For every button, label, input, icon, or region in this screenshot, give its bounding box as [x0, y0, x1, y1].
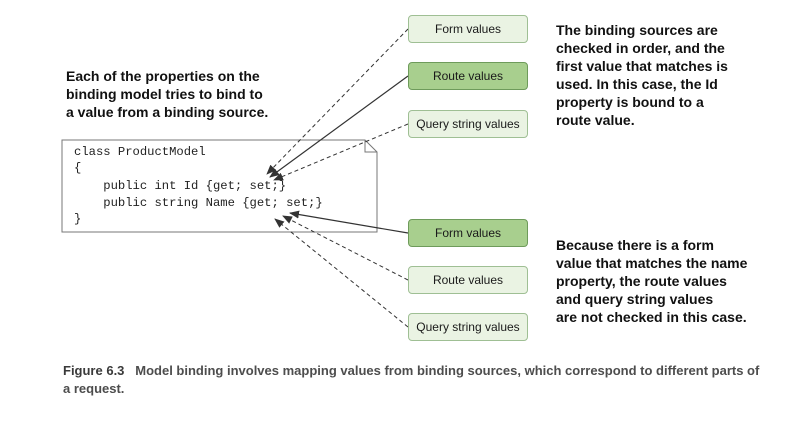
code-line-class: class ProductModel: [74, 145, 206, 159]
arrow-form-to-name: [289, 210, 409, 234]
figure-label: Figure 6.3: [63, 363, 125, 378]
source-query-string-values-bottom: Query string values: [408, 313, 528, 341]
arrow-route-to-id: [269, 75, 409, 178]
figure-caption-text: Model binding involves mapping values fr…: [63, 363, 760, 396]
note-properties-bind: Each of the properties on the binding mo…: [66, 68, 269, 120]
note-form-value-matches: Because there is a form value that match…: [556, 237, 748, 325]
source-route-values-top: Route values: [408, 62, 528, 90]
arrow-route-to-name: [282, 215, 409, 281]
note-sources-checked-in-order: The binding sources are checked in order…: [556, 22, 728, 128]
source-route-values-bottom: Route values: [408, 266, 528, 294]
code-line-name-property: public string Name {get; set;}: [74, 196, 323, 210]
figure-caption: Figure 6.3 Model binding involves mappin…: [63, 362, 763, 398]
arrow-query-to-name: [274, 218, 409, 328]
arrow-form-to-id: [266, 28, 409, 175]
code-line-open-brace: {: [74, 161, 82, 175]
code-document-fold: [364, 140, 377, 153]
source-form-values-bottom: Form values: [408, 219, 528, 247]
product-model-code: class ProductModel { public int Id {get;…: [62, 140, 377, 232]
code-line-id-property: public int Id {get; set;}: [74, 179, 287, 193]
code-document-outline: [61, 139, 378, 233]
code-line-close-brace: }: [74, 212, 82, 226]
arrow-query-to-id: [273, 123, 409, 181]
source-query-string-values-top: Query string values: [408, 110, 528, 138]
source-form-values-top: Form values: [408, 15, 528, 43]
